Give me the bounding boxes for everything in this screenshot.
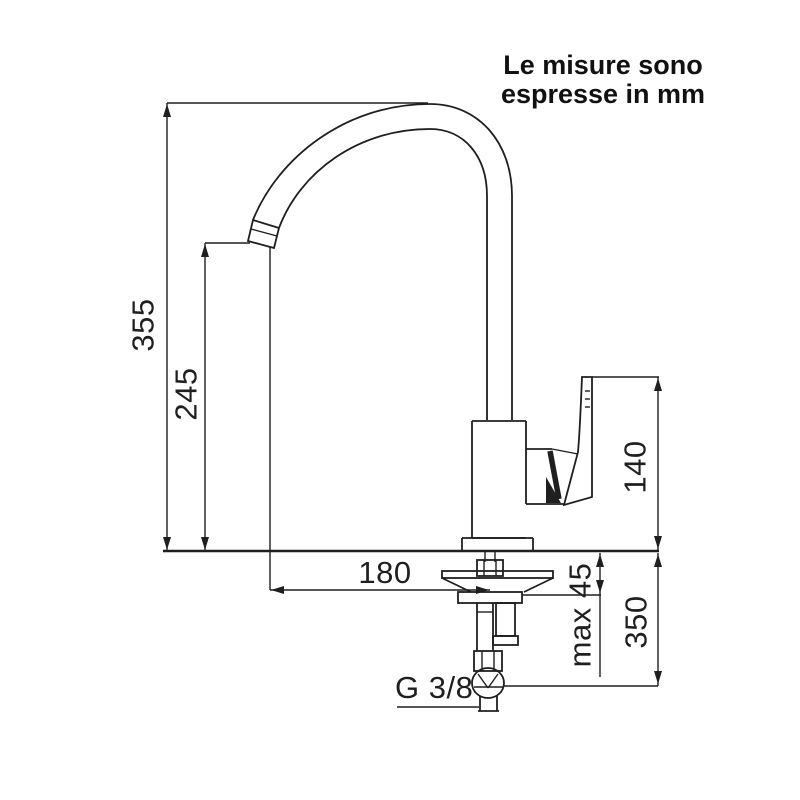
handle-blade xyxy=(562,376,593,507)
dimension-max45 xyxy=(522,553,604,677)
faucet-drawing xyxy=(163,103,659,712)
dim-label-180: 180 xyxy=(358,555,411,590)
faucet-body xyxy=(471,420,579,539)
note-line-2: espresse in mm xyxy=(501,79,705,109)
dimension-140 xyxy=(592,376,662,550)
dimension-annotations xyxy=(163,102,662,708)
dim-label-350: 350 xyxy=(619,595,654,648)
dimension-350 xyxy=(503,553,662,687)
dimension-245 xyxy=(201,242,250,551)
dimension-180 xyxy=(269,247,490,594)
thread-label: G 3/8 xyxy=(395,670,473,705)
dim-label-245: 245 xyxy=(169,367,204,420)
base-plate xyxy=(461,537,534,551)
spout-inner-curve xyxy=(278,128,488,420)
dim-label-140: 140 xyxy=(618,440,653,493)
dim-label-355: 355 xyxy=(126,298,161,351)
dimension-355 xyxy=(163,102,428,551)
mounting-hardware xyxy=(441,552,554,646)
note-line-1: Le misure sono xyxy=(503,50,703,80)
hose-connector-ball xyxy=(471,667,505,699)
handle-pivot xyxy=(546,477,561,503)
faucet-handle xyxy=(546,376,593,507)
supply-hose xyxy=(471,603,505,712)
handle-lever-arm xyxy=(547,450,562,500)
spout-nozzle xyxy=(246,218,281,250)
dim-label-max45: max 45 xyxy=(563,563,598,668)
labels: Le misure sono espresse in mm 355 245 14… xyxy=(126,50,706,705)
spout-outer-curve xyxy=(252,103,513,420)
